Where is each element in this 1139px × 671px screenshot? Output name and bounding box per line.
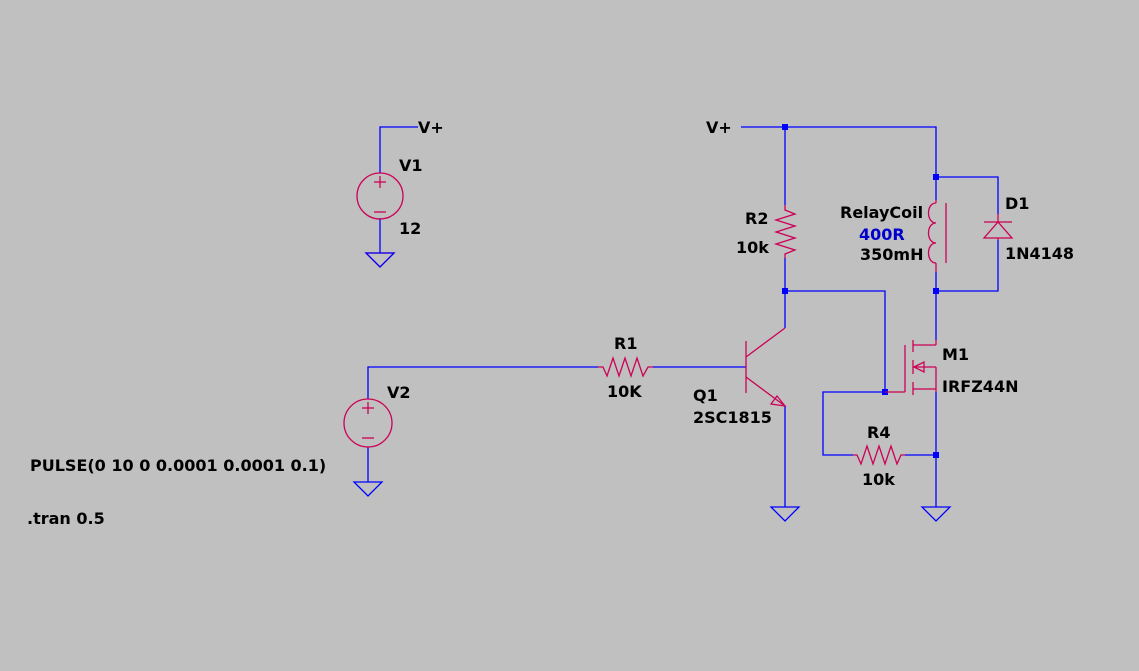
- junction-relay-bottom: [933, 288, 939, 294]
- resistor-r4[interactable]: [853, 443, 905, 467]
- wire-diode-top[interactable]: [936, 176, 999, 214]
- d1-value-label[interactable]: 1N4148: [1005, 244, 1074, 263]
- junction-vplus-rail: [782, 124, 788, 130]
- r4-name-label[interactable]: R4: [867, 423, 890, 442]
- q1-name-label[interactable]: Q1: [693, 386, 718, 405]
- relay-resistance-label[interactable]: 400R: [859, 225, 905, 244]
- net-label-vplus-top[interactable]: V+: [706, 118, 732, 137]
- r2-name-label[interactable]: R2: [745, 209, 768, 228]
- r1-value-label[interactable]: 10K: [607, 382, 642, 401]
- r1-name-label[interactable]: R1: [614, 334, 637, 353]
- m1-name-label[interactable]: M1: [942, 345, 969, 364]
- net-label-v1[interactable]: V+: [418, 118, 444, 137]
- wire-gate[interactable]: [785, 290, 886, 392]
- wire-v2-top[interactable]: [367, 366, 598, 399]
- wire-r4-left[interactable]: [822, 391, 885, 456]
- diode-d1[interactable]: [982, 214, 1014, 240]
- v1-name-label[interactable]: V1: [399, 156, 423, 175]
- wire-diode-bottom[interactable]: [936, 240, 999, 292]
- wires: [367, 126, 999, 507]
- ground-icon: [352, 481, 384, 497]
- junction-q1-collector: [782, 288, 788, 294]
- voltage-source-v1[interactable]: [356, 172, 404, 220]
- mosfet-m1[interactable]: [885, 340, 937, 395]
- inductor-relaycoil[interactable]: [927, 200, 947, 272]
- voltage-source-v2[interactable]: [343, 398, 393, 448]
- ground-icon: [364, 252, 396, 268]
- m1-value-label[interactable]: IRFZ44N: [942, 377, 1018, 396]
- resistor-r1[interactable]: [598, 355, 653, 379]
- v1-value-label[interactable]: 12: [399, 219, 421, 238]
- ground-icon: [364, 252, 396, 268]
- pulse-directive[interactable]: PULSE(0 10 0 0.0001 0.0001 0.1): [30, 456, 326, 475]
- tran-directive[interactable]: .tran 0.5: [27, 509, 105, 528]
- ground-icon: [769, 506, 801, 522]
- junction-source: [933, 452, 939, 458]
- relay-inductance-label[interactable]: 350mH: [860, 245, 923, 264]
- relay-name-label[interactable]: RelayCoil: [840, 203, 923, 222]
- q1-value-label[interactable]: 2SC1815: [693, 408, 772, 427]
- wire-v1-top[interactable]: [379, 126, 418, 173]
- r4-value-label[interactable]: 10k: [862, 470, 895, 489]
- v2-name-label[interactable]: V2: [387, 383, 411, 402]
- r2-value-label[interactable]: 10k: [736, 238, 769, 257]
- d1-name-label[interactable]: D1: [1005, 194, 1029, 213]
- wire-top-rail[interactable]: [741, 126, 937, 200]
- transistor-q1[interactable]: [745, 327, 787, 407]
- ground-icon: [920, 506, 952, 522]
- junction-relay-top: [933, 174, 939, 180]
- resistor-r2[interactable]: [773, 205, 798, 258]
